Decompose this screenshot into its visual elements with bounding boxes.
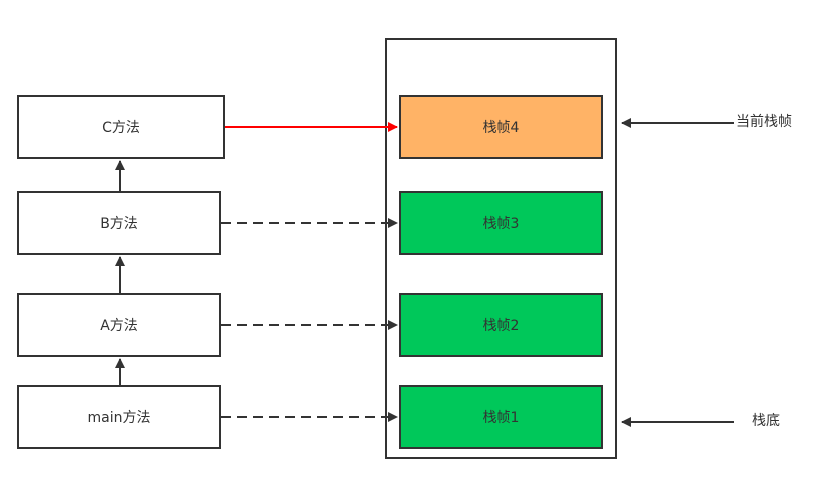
stack-frame-4-label: 栈帧4 [482,120,520,136]
stack-frame-3-label: 栈帧3 [482,216,520,232]
method-b: B方法 [17,191,221,255]
method-main-label: main方法 [87,410,151,426]
stack-frame-1-label: 栈帧1 [482,410,520,426]
stack-frame-2-label: 栈帧2 [482,318,520,334]
method-a: A方法 [17,293,221,357]
method-main: main方法 [17,385,221,449]
method-c: C方法 [17,95,225,159]
stack-frame-2: 栈帧2 [399,293,603,357]
stack-bottom-label: 栈底 [752,413,780,429]
stack-frame-3: 栈帧3 [399,191,603,255]
call-stack [385,38,617,459]
method-c-label: C方法 [102,120,140,136]
current-frame-label: 当前栈帧 [736,114,792,130]
method-b-label: B方法 [100,216,138,232]
stack-frame-1: 栈帧1 [399,385,603,449]
method-a-label: A方法 [100,318,138,334]
stack-frame-4: 栈帧4 [399,95,603,159]
